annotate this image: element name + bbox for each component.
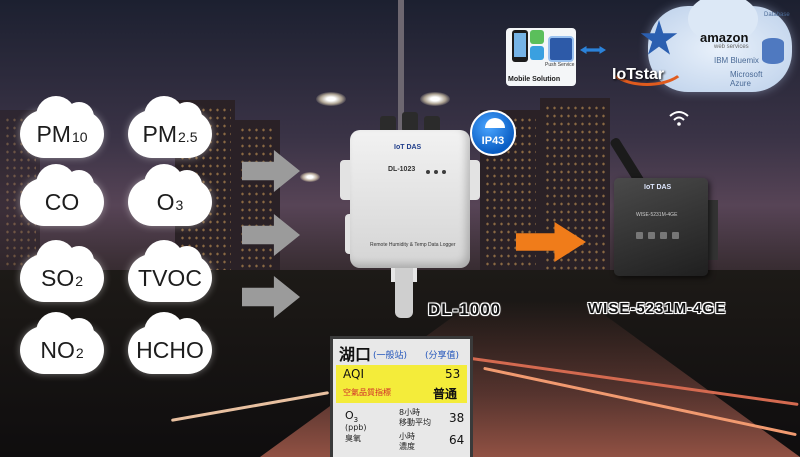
lamp-glow [300,172,320,182]
amazon-logo: amazon [700,30,749,45]
building [235,120,280,280]
device-model-print: DL-1023 [388,166,416,173]
device-logo: IoT DAS [644,184,672,191]
status-led [442,170,446,174]
hour-sub: 濃度 [399,442,415,451]
building [540,98,610,278]
lamp-glow [316,92,346,106]
aqi-display: 湖口 (一般站) (分享值) AQI 53 空氣品質指標 普通 O3 (ppb)… [330,336,473,457]
sensor-probe [395,268,413,318]
device-model-print: WISE-5231M-4GE [636,212,678,218]
app-icon [530,46,544,60]
device-caption: Remote Humidity & Temp Data Logger [370,242,456,248]
cloud-pm25: PM2.5 [128,96,212,158]
avg8-label: 8小時 [399,408,421,417]
device-connector [402,112,418,132]
lamp-glow [420,92,450,106]
status-led [636,232,643,239]
dl-1000-label: DL-1000 [428,300,502,319]
avg8-value: 38 [449,411,465,425]
avg8-sub: 移動平均 [399,418,431,427]
app-icon [530,30,544,44]
cloud-tvoc: TVOC [128,240,212,302]
aqi-value: 53 [445,367,461,381]
o3-label: O3 [345,409,359,425]
amazon-sub-label: web services [714,44,749,50]
share-value-tag[interactable]: (分享值) [425,351,460,361]
wise-5231m-device: IoT DAS [614,178,708,276]
hour-value: 64 [449,433,465,447]
dl-1000-device: IoT DAS DL-1023 Remote Humidity & Temp D… [350,130,470,268]
device-mount [706,200,718,260]
bluemix-label: IBM Bluemix [714,56,759,65]
wifi-icon [669,111,689,126]
quality-label: 空氣品質指標 [343,388,391,397]
station-type-tag[interactable]: (一般站) [373,351,408,361]
aqi-status-band [336,365,467,403]
ip43-badge: IP43 [470,110,516,156]
aqi-label: AQI [343,367,364,381]
iotstar-logo: IoTstar [612,66,665,83]
cloud-o3: O3 [128,164,212,226]
cloud-co: CO [20,164,104,226]
phone-icon [512,30,528,62]
status-led [660,232,667,239]
push-service-icon [548,36,574,62]
wise-5231m-label: WISE-5231M-4GE [588,300,727,317]
push-service-label: Push Service [545,62,575,68]
station-name: 湖口 [339,345,372,364]
cloud-hcho: HCHO [128,312,212,374]
mobile-solution-label: Mobile Solution [508,76,561,83]
device-logo: IoT DAS [394,144,422,151]
iotstar-swoosh [606,40,688,86]
cloud-so2: SO2 [20,240,104,302]
status-led [648,232,655,239]
quality-value: 普通 [433,387,458,401]
database-label: Database [764,12,790,18]
status-led [434,170,438,174]
street-lamp-pole [398,0,404,130]
hour-label: 小時 [399,432,415,441]
o3-unit: (ppb) [345,423,367,432]
o3-name: 臭氧 [345,434,361,443]
cloud-no2: NO2 [20,312,104,374]
cloud-pm10: PM10 [20,96,104,158]
umbrella-icon [485,118,505,128]
database-icon [762,38,784,64]
status-led [426,170,430,174]
status-led [672,232,679,239]
azure-label: Microsoft Azure [730,70,763,88]
bidirectional-arrow-icon [580,46,606,54]
